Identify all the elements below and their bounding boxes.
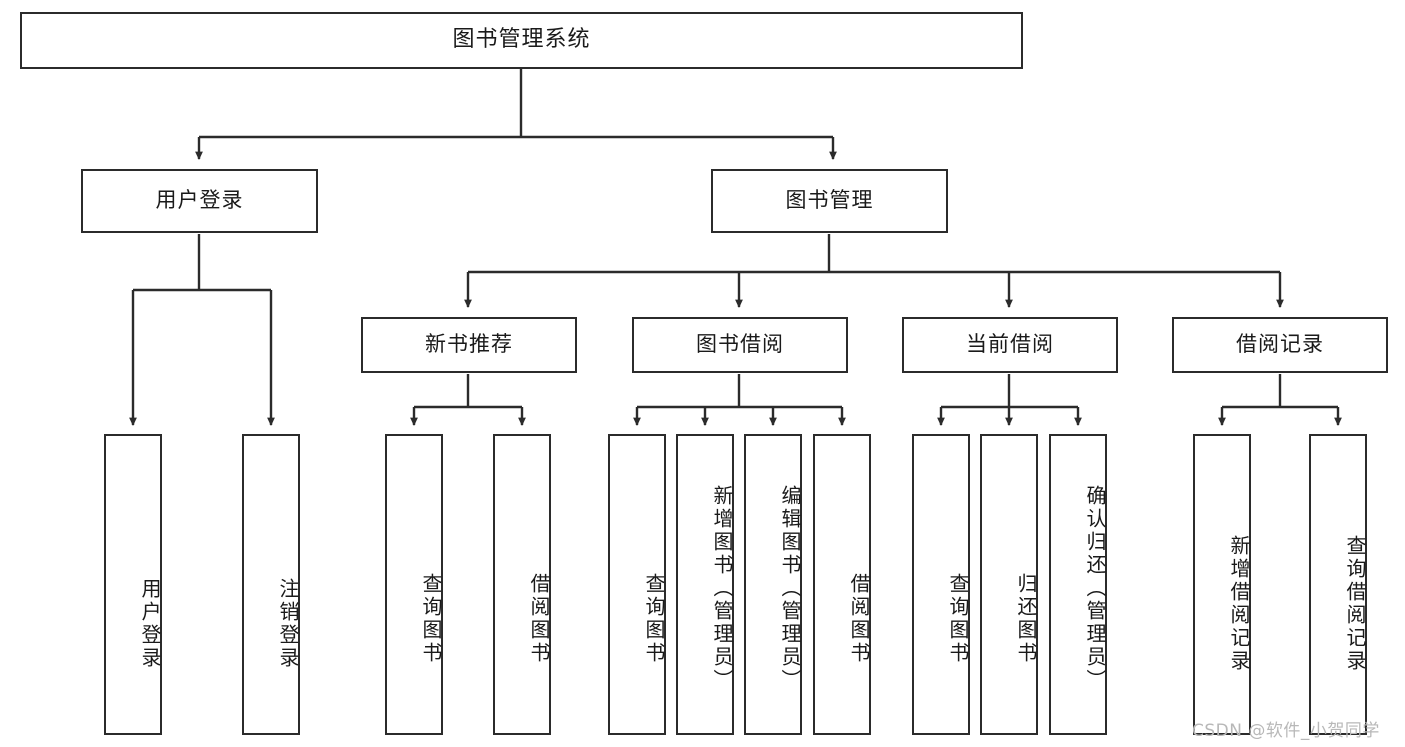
node-label: 借阅图书 bbox=[847, 572, 871, 665]
leaf-borrow-book-borrow[interactable]: 借阅图书 bbox=[813, 434, 871, 735]
node-label: 注销登录 bbox=[276, 577, 300, 670]
node-label: 图书管理 bbox=[785, 188, 874, 213]
leaf-add-book[interactable]: 新增图书（管理员） bbox=[676, 434, 734, 735]
node-label: 借阅记录 bbox=[1236, 332, 1324, 357]
node-label: 新增图书（管理员） bbox=[710, 485, 734, 692]
node-label: 用户登录 bbox=[138, 577, 162, 670]
node-label: 用户登录 bbox=[155, 188, 244, 213]
node-label: 图书借阅 bbox=[696, 332, 784, 357]
leaf-query-book-new[interactable]: 查询图书 bbox=[385, 434, 443, 735]
node-label: 借阅图书 bbox=[527, 572, 551, 665]
node-label: 新增借阅记录 bbox=[1227, 534, 1251, 673]
node-root-book-management-system[interactable]: 图书管理系统 bbox=[20, 12, 1023, 69]
csdn-watermark: CSDN @软件_小贺同学 bbox=[1192, 721, 1380, 741]
leaf-borrow-book-new[interactable]: 借阅图书 bbox=[493, 434, 551, 735]
node-label: 新书推荐 bbox=[425, 332, 513, 357]
leaf-query-borrow-record[interactable]: 查询借阅记录 bbox=[1309, 434, 1367, 735]
node-label: 查询借阅记录 bbox=[1343, 534, 1367, 673]
node-new-book-recommend[interactable]: 新书推荐 bbox=[361, 317, 577, 373]
node-label: 查询图书 bbox=[642, 572, 666, 665]
leaf-return-book[interactable]: 归还图书 bbox=[980, 434, 1038, 735]
node-label: 当前借阅 bbox=[966, 332, 1054, 357]
node-label: 确认归还（管理员） bbox=[1083, 485, 1107, 692]
node-current-borrow[interactable]: 当前借阅 bbox=[902, 317, 1118, 373]
leaf-edit-book[interactable]: 编辑图书（管理员） bbox=[744, 434, 802, 735]
leaf-query-book-current[interactable]: 查询图书 bbox=[912, 434, 970, 735]
node-user-login[interactable]: 用户登录 bbox=[81, 169, 318, 233]
node-label: 归还图书 bbox=[1014, 572, 1038, 665]
leaf-logout-login[interactable]: 注销登录 bbox=[242, 434, 300, 735]
node-label: 查询图书 bbox=[946, 572, 970, 665]
leaf-user-login[interactable]: 用户登录 bbox=[104, 434, 162, 735]
leaf-confirm-return[interactable]: 确认归还（管理员） bbox=[1049, 434, 1107, 735]
node-book-borrow[interactable]: 图书借阅 bbox=[632, 317, 848, 373]
node-book-management[interactable]: 图书管理 bbox=[711, 169, 948, 233]
leaf-add-borrow-record[interactable]: 新增借阅记录 bbox=[1193, 434, 1251, 735]
node-borrow-record[interactable]: 借阅记录 bbox=[1172, 317, 1388, 373]
node-label: 查询图书 bbox=[419, 572, 443, 665]
node-label: 编辑图书（管理员） bbox=[778, 485, 802, 692]
leaf-query-book-borrow[interactable]: 查询图书 bbox=[608, 434, 666, 735]
node-label: 图书管理系统 bbox=[452, 27, 591, 53]
